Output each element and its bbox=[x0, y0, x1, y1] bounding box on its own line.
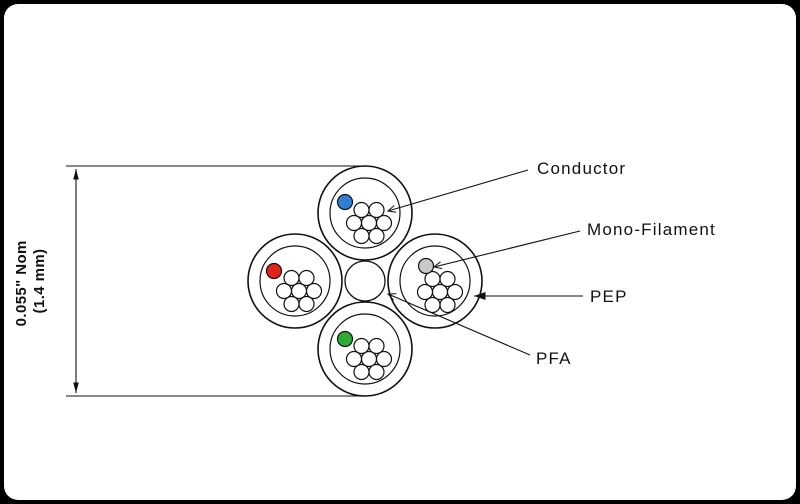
color-dot-green bbox=[336, 330, 354, 348]
dimension-text: 0.055" Nom (1.4 mm) bbox=[13, 236, 48, 327]
dimension-value: 0.055" Nom bbox=[13, 240, 30, 326]
leader-line-mono-filament bbox=[432, 230, 581, 270]
dimension-metric: (1.4 mm) bbox=[31, 249, 48, 314]
label-conductor: Conductor bbox=[537, 159, 626, 178]
label-pfa: PFA bbox=[536, 349, 572, 368]
conductor-bundle-bottom bbox=[317, 301, 413, 397]
label-pep: PEP bbox=[590, 287, 628, 306]
color-dot-red bbox=[265, 262, 283, 280]
conductor-bundle-top bbox=[317, 165, 413, 261]
color-dot-white bbox=[417, 257, 435, 275]
label-mono-filament: Mono-Filament bbox=[587, 220, 716, 239]
conductor-bundle-left bbox=[247, 233, 343, 329]
color-dot-blue bbox=[336, 193, 354, 211]
mono-filament-circle bbox=[344, 260, 386, 302]
leader-line-pfa bbox=[386, 293, 531, 356]
leader-line-conductor bbox=[386, 169, 529, 213]
